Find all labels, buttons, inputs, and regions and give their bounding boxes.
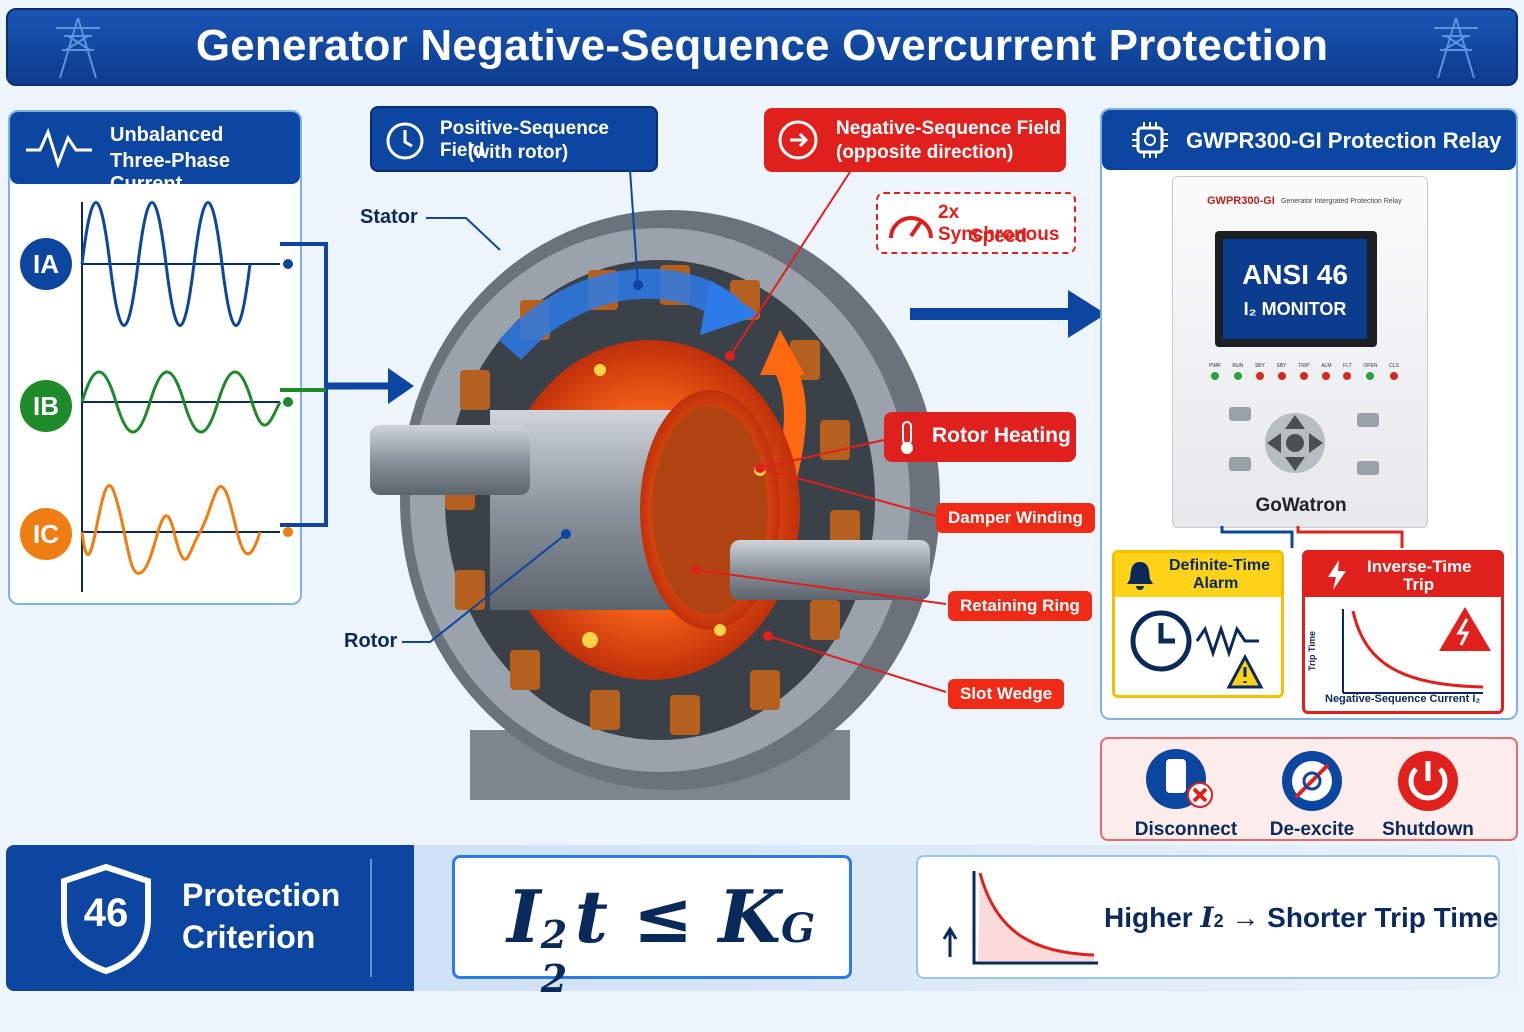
relay-subtitle: Generator Intergrated Protection Relay (1281, 198, 1402, 205)
phase-badge-ib: IB (20, 380, 72, 432)
alarm-line2: Alarm (1193, 575, 1239, 592)
led-run: RUN (1232, 363, 1243, 380)
positive-field-line1: Positive-Sequence Field (440, 118, 609, 161)
bell-icon (1127, 562, 1153, 590)
relay-panel: GWPR300-GI Protection Relay GWPR300-GI G… (1100, 108, 1518, 720)
definite-time-alarm: Definite-Time Alarm (1112, 550, 1284, 698)
relay-screen-line2: I₂ MONITOR (1243, 299, 1347, 319)
sync-speed-line2: Speed (970, 226, 1028, 247)
actions-panel: Disconnect De-excite Shutdown (1100, 737, 1518, 841)
trip-y-label: Trip Time (1307, 631, 1317, 671)
rotation-icon (386, 122, 424, 160)
trip-time-text: Higher I2 → Shorter Trip Time (1104, 901, 1499, 934)
shield-icon (61, 863, 151, 975)
phase-waveforms (80, 201, 293, 592)
counter-rotation-icon (778, 120, 818, 160)
ansi-badge-number: 46 (83, 891, 129, 935)
generator-illustration (370, 210, 940, 800)
led-flt: FLT (1343, 363, 1352, 380)
trip-line1: Inverse-Time (1367, 557, 1472, 576)
inverse-time-trip: Inverse-Time Trip Trip Time Negative-Seq… (1302, 550, 1504, 714)
relay-screen-line1: ANSI 46 (1242, 259, 1348, 290)
rotor-label: Rotor (344, 630, 398, 652)
relay-header-text: GWPR300-GI Protection Relay (1186, 128, 1502, 153)
relay-screen: ANSI 46 I₂ MONITOR (1215, 231, 1377, 347)
negative-field-line2: (opposite direction) (836, 142, 1014, 163)
positive-field-line2: (with rotor) (468, 142, 569, 163)
lightning-icon (1328, 560, 1346, 590)
current-panel-header: Unbalanced Three-Phase Current (10, 112, 300, 195)
de-excite-icon (1282, 751, 1342, 811)
trip-x-label: Negative-Sequence Current I₂ (1325, 693, 1481, 705)
damper-winding-tag: Damper Winding (936, 503, 1095, 533)
trip-line2: Trip (1403, 575, 1435, 594)
negative-field-line1: Negative-Sequence Field (836, 118, 1061, 139)
relay-keypad[interactable] (1229, 399, 1379, 489)
trip-header: Inverse-Time Trip (1305, 553, 1501, 597)
criterion-divider (370, 859, 372, 977)
rotor-heating-text: Rotor Heating (932, 424, 1071, 447)
led-sby-2: SBY (1277, 363, 1287, 380)
phase-connectors (280, 242, 414, 527)
relay-led-row: PWR RUN SBY SBY TRIP ALM FLT OPEN CLS (1209, 363, 1399, 380)
led-cls: CLS (1389, 363, 1399, 380)
relay-branch-lines (1220, 526, 1404, 548)
thermometer-icon (901, 421, 913, 454)
inverse-curve-chart (1342, 607, 1491, 694)
sync-speed-box: 2x Synchronous Speed (876, 192, 1076, 254)
sync-speed-line1: 2x Synchronous (938, 202, 1060, 245)
disconnect-action (1142, 749, 1214, 809)
page-title: Generator Negative-Sequence Overcurrent … (195, 21, 1329, 70)
disconnect-icon (1146, 749, 1213, 809)
current-panel: Unbalanced Three-Phase Current IA IB IC (8, 110, 302, 605)
relay-device: GWPR300-GI Generator Intergrated Protect… (1172, 176, 1428, 528)
current-panel-title-line2: Three-Phase Current (110, 150, 231, 195)
negative-field-label: Negative-Sequence Field (opposite direct… (764, 108, 1066, 172)
retaining-ring-tag: Retaining Ring (948, 591, 1092, 621)
criterion-line2: Criterion (182, 919, 316, 955)
clock-icon (1130, 610, 1264, 689)
disconnect-label: Disconnect (1134, 819, 1238, 840)
led-alm: ALM (1321, 363, 1332, 380)
criterion-line1: Protection (182, 877, 341, 913)
speedometer-icon (889, 216, 933, 239)
shutdown-action (1392, 749, 1464, 813)
de-excite-label: De-excite (1269, 819, 1355, 840)
slot-wedge-tag: Slot Wedge (948, 679, 1065, 709)
alarm-header: Definite-Time Alarm (1115, 553, 1281, 597)
power-tower-icon (1434, 17, 1478, 79)
de-excite-action (1276, 749, 1348, 813)
alarm-line1: Definite-Time (1169, 557, 1271, 574)
title-bar: Generator Negative-Sequence Overcurrent … (6, 8, 1518, 86)
relay-model: GWPR300-GI (1207, 195, 1275, 207)
chip-icon (1132, 122, 1168, 158)
phase-badge-ia: IA (20, 238, 72, 290)
led-open: OPEN (1363, 363, 1378, 380)
rotor-heating-tag: Rotor Heating (884, 412, 1076, 462)
power-tower-icon (56, 17, 100, 79)
phase-badge-ic: IC (20, 508, 72, 560)
relay-screen-inner: ANSI 46 I₂ MONITOR (1223, 239, 1367, 339)
current-panel-title-line1: Unbalanced (110, 124, 224, 146)
inverse-curve-icon (942, 871, 1098, 965)
led-trip: TRIP (1298, 363, 1310, 380)
power-off-icon (1398, 751, 1458, 811)
led-sby: SBY (1255, 363, 1265, 380)
waveform-icon (26, 128, 92, 168)
shutdown-label: Shutdown (1382, 819, 1474, 840)
stator-label: Stator (360, 206, 418, 228)
positive-field-label: Positive-Sequence Field (with rotor) (370, 106, 658, 172)
relay-brand: GoWatron (1255, 495, 1347, 516)
trip-time-note: Higher I2 → Shorter Trip Time (916, 855, 1500, 979)
relay-header: GWPR300-GI Protection Relay (1102, 110, 1516, 170)
led-pwr: PWR (1209, 363, 1221, 380)
